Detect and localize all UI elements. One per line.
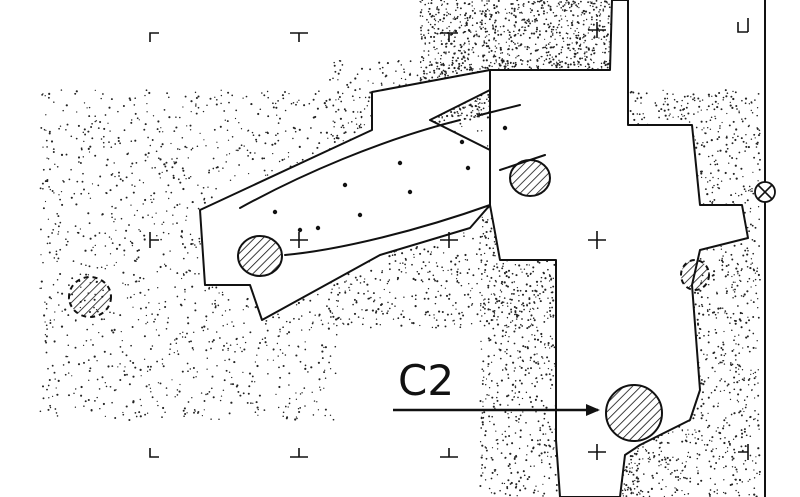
grid-markers [149,18,749,460]
pit-c2 [605,384,663,442]
cut-features [199,0,749,497]
boundary-marker-icon [754,181,776,203]
inner-trench-outline [239,104,546,256]
pit-cut-east [680,259,710,291]
pit-outer-west [68,276,112,318]
pit-ridge-west [237,235,283,277]
posthole-dots [272,125,508,233]
pit-ridge-east [509,159,551,197]
feature-label-c2: C2 [398,356,454,405]
